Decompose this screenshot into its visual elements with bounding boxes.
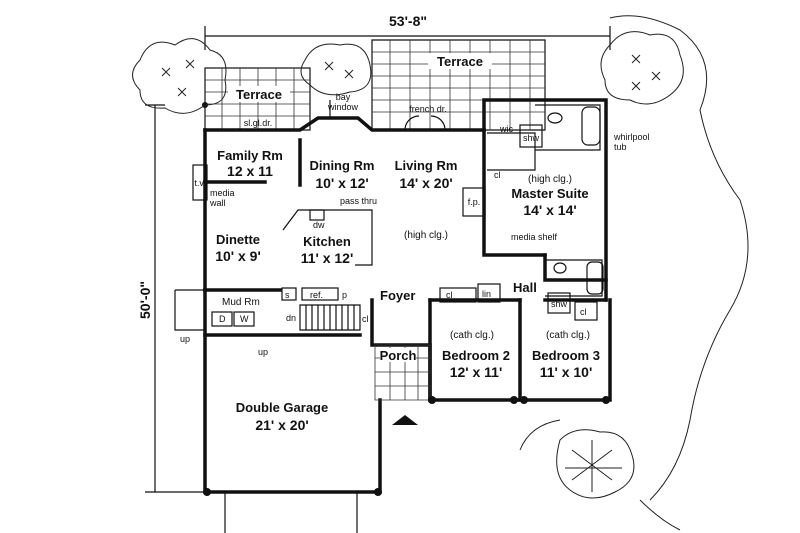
terrace-right: Terrace: [371, 39, 546, 131]
hall-bath-shower: [547, 292, 571, 314]
terrace-right-label: Terrace: [437, 54, 483, 69]
tv-cabinet: [192, 164, 208, 201]
stair-down-label: dn: [286, 313, 296, 323]
mud-room-label: Mud Rm: [222, 297, 260, 308]
up-mid-label: up: [258, 347, 268, 357]
master-shower: [519, 124, 543, 148]
french-door-label: french dr.: [409, 104, 447, 114]
shrub-bottom-right-icon: [519, 15, 749, 531]
overall-width-label: 53'-8": [389, 13, 427, 29]
master-shower-label: shw: [523, 133, 540, 143]
master-suite-name: Master Suite: [511, 186, 588, 201]
walk-in-closet-label: wic: [499, 124, 513, 134]
whirlpool-tub: [581, 106, 601, 146]
garage-name: Double Garage: [236, 400, 328, 415]
overall-depth-dimension: 50'-0": [137, 104, 215, 493]
garage-dims: 21' x 20': [255, 417, 308, 433]
s-label: s: [285, 290, 290, 300]
refrigerator-label: ref.: [310, 290, 323, 300]
fireplace-label: f.p.: [468, 197, 481, 207]
bedroom3-name: Bedroom 3: [532, 348, 600, 363]
dishwasher-label: dw: [313, 220, 325, 230]
living-room-name: Living Rm: [395, 158, 458, 173]
foyer-label: Foyer: [380, 288, 415, 303]
terrace-left-label: Terrace: [236, 87, 282, 102]
tree-top-left-icon: [132, 38, 227, 114]
hall-label: Hall: [513, 280, 537, 295]
media-shelf-label: media shelf: [511, 232, 558, 242]
kitchen-dims: 11' x 12': [301, 250, 354, 266]
dishwasher: [309, 209, 325, 221]
dryer-label: D: [219, 314, 226, 324]
bedroom3-dims: 11' x 10': [540, 364, 593, 380]
tv-label: t.v.: [194, 178, 205, 188]
hall-bath-shower-label: shw: [551, 299, 568, 309]
bedroom3-ceiling-note: (cath clg.): [546, 330, 590, 341]
living-room-dims: 14' x 20': [399, 175, 452, 191]
entry-arrow-icon: [392, 415, 418, 425]
terrace-left: Terrace: [204, 67, 311, 131]
living-high-ceiling-note: (high clg.): [404, 230, 448, 241]
bedroom2-name: Bedroom 2: [442, 348, 510, 363]
master-suite-dims: 14' x 14': [523, 202, 576, 218]
pass-thru-label: pass thru: [340, 196, 377, 206]
fireplace: [462, 187, 486, 217]
overall-depth-label: 50'-0": [137, 281, 153, 319]
washer-label: W: [240, 314, 249, 324]
dinette-name: Dinette: [216, 232, 260, 247]
kitchen-name: Kitchen: [303, 234, 351, 249]
hall-closet-label: cl: [446, 290, 453, 300]
bedroom2-dims: 12' x 11': [450, 364, 503, 380]
family-room-dims: 12 x 11: [227, 163, 273, 179]
master-high-ceiling-note: (high clg.): [528, 174, 572, 185]
pantry-label: p: [342, 290, 347, 300]
dining-room-name: Dining Rm: [310, 158, 375, 173]
tree-top-middle-icon: [300, 43, 372, 96]
sliding-glass-door-label: sl.gl.dr.: [244, 118, 273, 128]
bedroom3-closet-label: cl: [580, 307, 587, 317]
bedroom2-ceiling-note: (cath clg.): [450, 330, 494, 341]
porch-label: Porch: [380, 348, 417, 363]
linen-label: lin: [482, 289, 491, 299]
overall-width-dimension: 53'-8": [204, 13, 611, 50]
foyer-closet-label: cl: [362, 314, 369, 324]
tree-top-right-icon: [600, 31, 684, 105]
dinette-dims: 10' x 9': [215, 248, 261, 264]
up-left-label: up: [180, 334, 190, 344]
master-closet-label: cl: [494, 170, 501, 180]
family-room-name: Family Rm: [217, 148, 283, 163]
dining-room-dims: 10' x 12': [315, 175, 368, 191]
